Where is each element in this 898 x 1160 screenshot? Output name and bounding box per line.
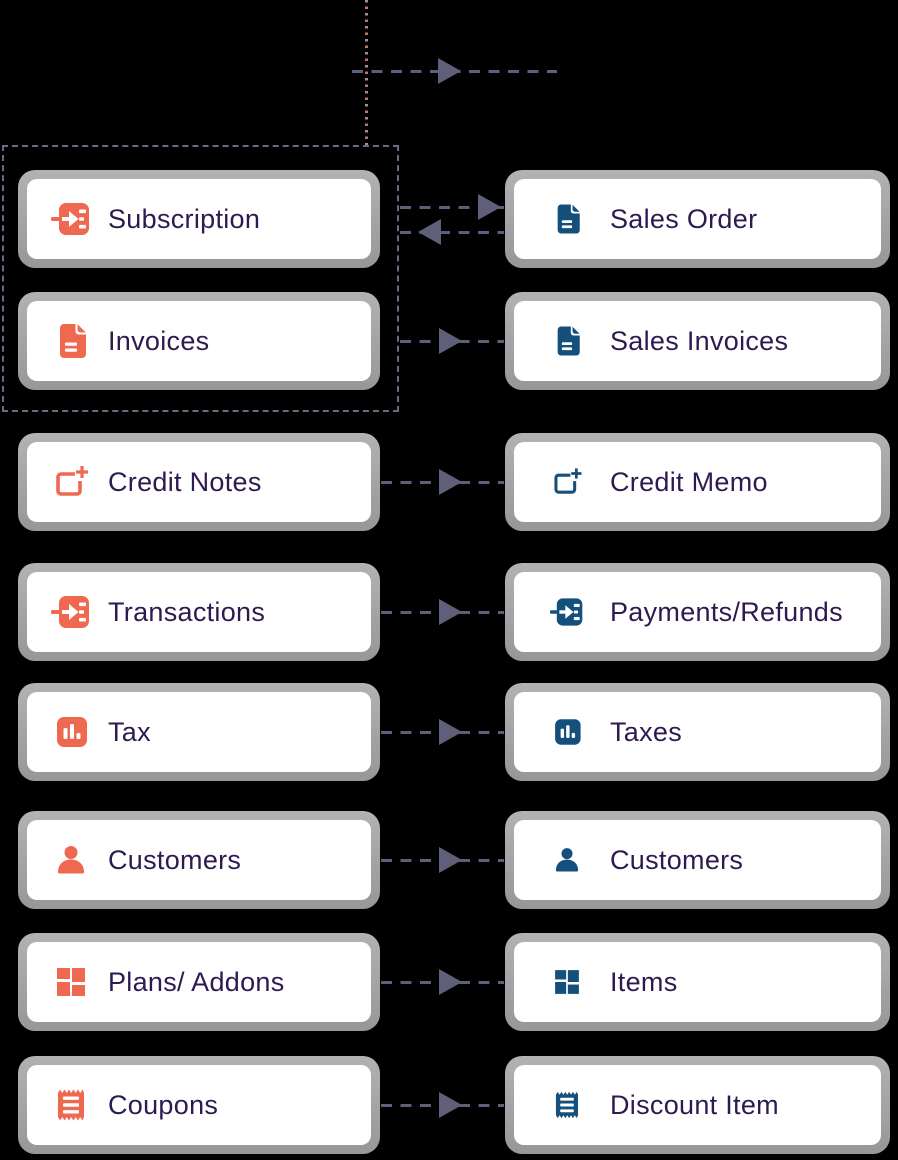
- mapping-arrowhead-right-icon: [439, 847, 462, 873]
- mapping-arrowhead-right-icon: [478, 194, 501, 220]
- incoming-dotted-line: [365, 0, 368, 146]
- group-dashed-outline: [2, 145, 399, 412]
- card-payments-refunds-right: Payments/Refunds: [505, 563, 890, 661]
- card-inner: Taxes: [514, 692, 881, 772]
- card-customers-left: Customers: [18, 811, 380, 909]
- document-icon: [550, 324, 584, 358]
- mapping-arrowhead-right-icon: [439, 469, 462, 495]
- transfer-icon: [51, 199, 91, 239]
- transfer-icon: [51, 592, 91, 632]
- external-flow-arrowhead-icon: [438, 58, 461, 84]
- credit-plus-icon: [550, 465, 584, 499]
- card-inner: Invoices: [27, 301, 371, 381]
- card-inner: Coupons: [27, 1065, 371, 1145]
- card-inner: Credit Notes: [27, 442, 371, 522]
- card-inner: Transactions: [27, 572, 371, 652]
- mapping-arrowhead-right-icon: [439, 599, 462, 625]
- mapping-dash-line: [400, 230, 504, 234]
- card-credit-memo-right: Credit Memo: [505, 433, 890, 531]
- card-sales-invoices-right: Sales Invoices: [505, 292, 890, 390]
- card-sales-order-right: Sales Order: [505, 170, 890, 268]
- card-items-right: Items: [505, 933, 890, 1031]
- card-coupons-left: Coupons: [18, 1056, 380, 1154]
- mapping-arrowhead-left-icon: [418, 219, 441, 245]
- document-icon: [51, 321, 91, 361]
- transfer-icon: [550, 595, 584, 629]
- card-transactions-left: Transactions: [18, 563, 380, 661]
- card-taxes-right: Taxes: [505, 683, 890, 781]
- card-discount-item-right: Discount Item: [505, 1056, 890, 1154]
- mapping-arrowhead-right-icon: [439, 719, 462, 745]
- ticket-icon: [51, 1085, 91, 1125]
- card-invoices-left: Invoices: [18, 292, 380, 390]
- document-icon: [550, 202, 584, 236]
- mapping-arrowhead-right-icon: [439, 1092, 462, 1118]
- mapping-arrowhead-right-icon: [439, 328, 462, 354]
- card-inner: Customers: [27, 820, 371, 900]
- card-inner: Customers: [514, 820, 881, 900]
- card-inner: Credit Memo: [514, 442, 881, 522]
- card-tax-left: Tax: [18, 683, 380, 781]
- ticket-icon: [550, 1088, 584, 1122]
- mapping-dash-line: [400, 205, 504, 209]
- person-icon: [550, 843, 584, 877]
- mapping-arrowhead-right-icon: [439, 969, 462, 995]
- card-plans-addons-left: Plans/ Addons: [18, 933, 380, 1031]
- card-credit-notes-left: Credit Notes: [18, 433, 380, 531]
- card-inner: Tax: [27, 692, 371, 772]
- card-inner: Plans/ Addons: [27, 942, 371, 1022]
- card-inner: Payments/Refunds: [514, 572, 881, 652]
- grid-icon: [51, 962, 91, 1002]
- card-customers-right: Customers: [505, 811, 890, 909]
- card-subscription-left: Subscription: [18, 170, 380, 268]
- grid-icon: [550, 965, 584, 999]
- card-inner: Discount Item: [514, 1065, 881, 1145]
- card-inner: Items: [514, 942, 881, 1022]
- bar-chart-icon: [51, 712, 91, 752]
- card-inner: Sales Invoices: [514, 301, 881, 381]
- card-inner: Subscription: [27, 179, 371, 259]
- bar-chart-icon: [550, 715, 584, 749]
- card-inner: Sales Order: [514, 179, 881, 259]
- credit-plus-icon: [51, 462, 91, 502]
- person-icon: [51, 840, 91, 880]
